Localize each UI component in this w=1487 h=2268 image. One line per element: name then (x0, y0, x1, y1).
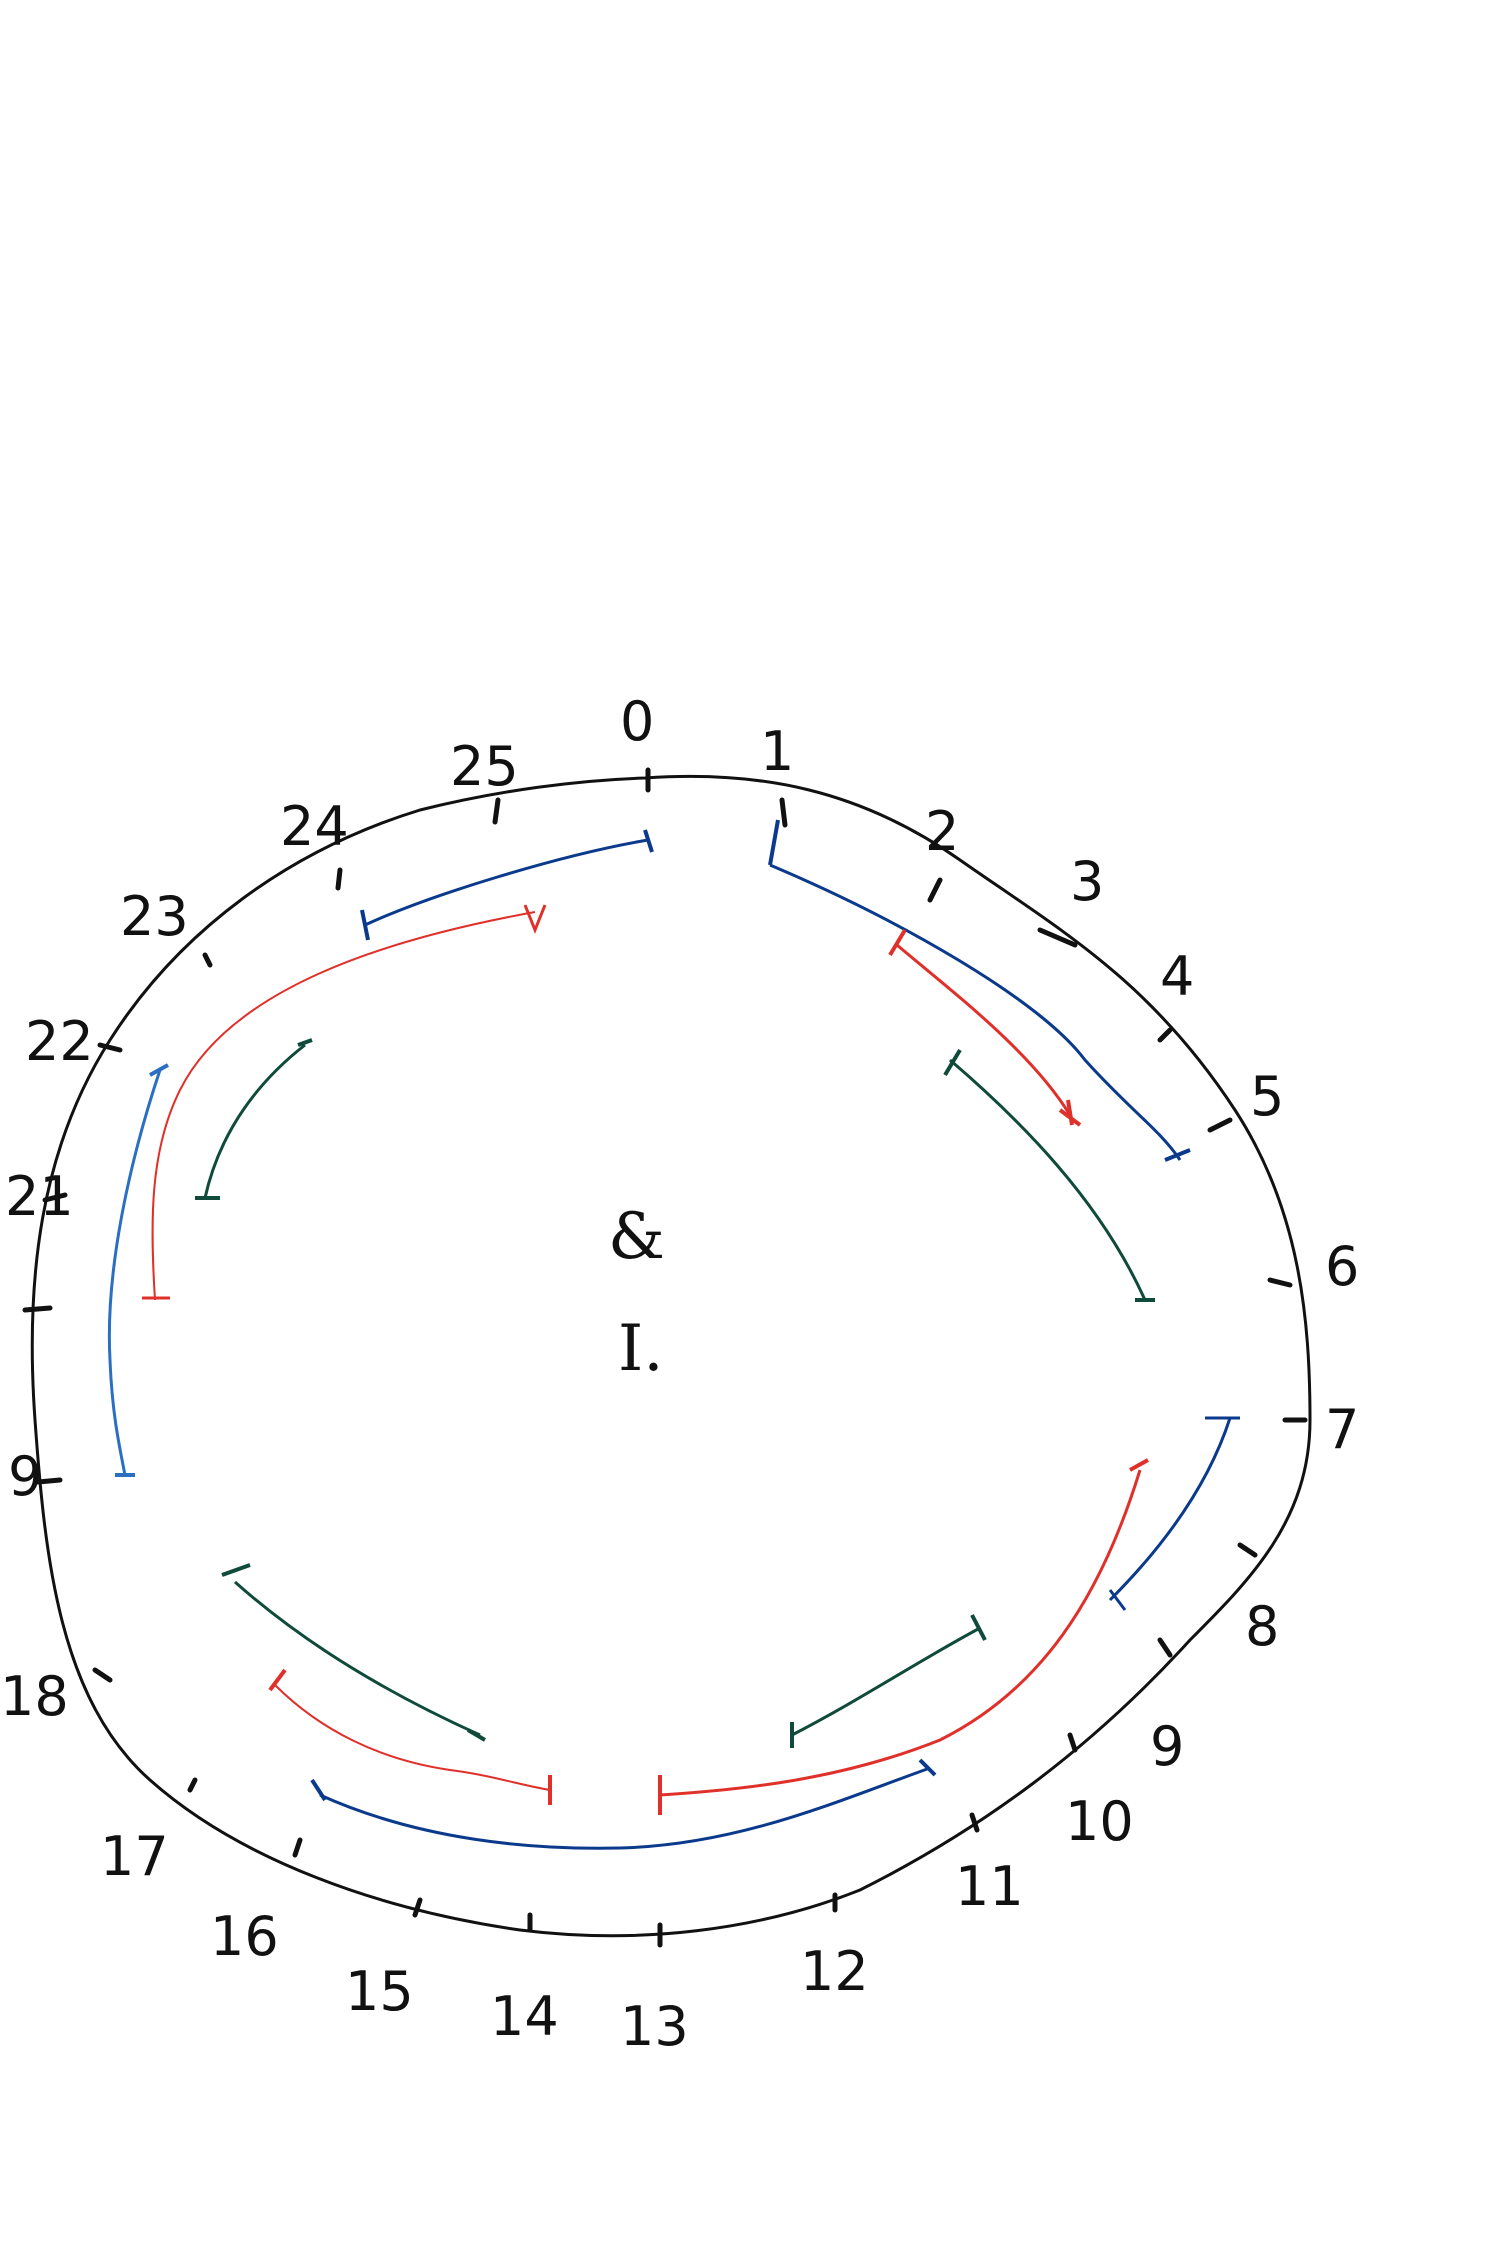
green-arc-right-lower (791, 1626, 981, 1737)
dial-label-3: 3 (1070, 850, 1104, 913)
dial-label-22: 22 (25, 1010, 94, 1073)
blue-arc-24-0 (364, 838, 649, 927)
dial-label-14: 14 (490, 1985, 559, 2048)
dial-outline (30, 774, 1312, 1938)
dial-tick-15 (412, 1897, 423, 1918)
dial-label-8: 8 (1245, 1595, 1279, 1658)
dial-tick-23 (202, 952, 213, 968)
dial-tick-11 (969, 1812, 980, 1833)
dial-tick-1 (779, 797, 788, 828)
dial-tick-8 (1237, 1542, 1258, 1558)
red-arc-left-top-ends (142, 904, 547, 1300)
red-arc-left-top (151, 911, 536, 1301)
dial-tick-19 (35, 1477, 63, 1485)
dial-tick-25 (492, 797, 501, 825)
green-arc-right (949, 1058, 1147, 1301)
green-arc-left-top (203, 1043, 306, 1199)
dial-tick-20 (22, 1305, 53, 1313)
dial-tick-21 (42, 1192, 68, 1203)
blue-arc-1-5-end (768, 819, 1191, 1162)
blue-arc-24-0-ends (360, 829, 654, 941)
dial-label-6: 6 (1325, 1235, 1359, 1298)
dial-label-11: 11 (955, 1855, 1024, 1918)
green-arc-right-lower-ends (790, 1614, 987, 1748)
center-roman: I. (618, 1312, 664, 1386)
blue-arc-7-9 (1108, 1417, 1232, 1602)
red-arc-right-upper-ends (888, 928, 1082, 1127)
dial-ticks (22, 767, 1308, 1948)
blue-arc-7-9-ends (1108, 1416, 1240, 1611)
dial-tick-16 (292, 1837, 303, 1858)
red-arc-bottom-left-ends (268, 1668, 552, 1805)
dial-label-13: 13 (620, 1995, 689, 2058)
blue-arc-bottom-ends (310, 1758, 937, 1802)
green-arc-bottom-left (234, 1580, 481, 1737)
light-blue-arc-left-ends (115, 1063, 169, 1477)
red-arc-right-lower (659, 1469, 1142, 1797)
green-arc-left-top-ends (195, 1038, 313, 1200)
dial-label-18: 18 (0, 1665, 69, 1728)
blue-arc-bottom (319, 1766, 931, 1850)
dial-label-24: 24 (280, 795, 349, 858)
blue-arc-1-5 (769, 863, 1182, 1161)
green-arc-bottom-left-ends (221, 1563, 487, 1742)
dial-label-2: 2 (925, 800, 959, 863)
dial-tick-17 (187, 1777, 198, 1793)
dial-label-17: 17 (100, 1825, 169, 1888)
dial-label-9: 9 (1150, 1715, 1184, 1778)
dial-label-7: 7 (1325, 1398, 1359, 1461)
dial-tick-3 (1037, 927, 1078, 948)
dial-label-5: 5 (1250, 1065, 1284, 1128)
dial-label-10: 10 (1065, 1790, 1134, 1853)
dial-tick-9 (1157, 1637, 1173, 1658)
dial-label-12: 12 (800, 1940, 869, 2003)
dial-tick-18 (92, 1667, 113, 1683)
dial-tick-22 (97, 1042, 123, 1053)
dial-tick-4 (1157, 1027, 1173, 1043)
dial-tick-5 (1207, 1117, 1233, 1133)
dial-label-19: 9 (8, 1445, 42, 1508)
red-arc-right-lower-ends (658, 1458, 1149, 1815)
green-arc-right-ends (943, 1048, 1155, 1302)
dial-tick-2 (927, 877, 943, 903)
light-blue-arc-left (107, 1069, 162, 1476)
dial-tick-6 (1267, 1277, 1293, 1288)
dial-label-1: 1 (760, 720, 794, 783)
red-arc-right-upper (896, 943, 1072, 1116)
red-arc-bottom-left (274, 1684, 551, 1791)
dial-tick-10 (1067, 1732, 1078, 1753)
dial-label-4: 4 (1160, 945, 1194, 1008)
center-ampersand: & (608, 1200, 665, 1274)
dial-label-25: 25 (450, 735, 519, 798)
dial-label-21: 21 (5, 1165, 74, 1228)
dial-label-0: 0 (620, 690, 654, 753)
dial-tick-24 (335, 867, 343, 891)
dial-label-23: 23 (120, 885, 189, 948)
dial-label-16: 16 (210, 1905, 279, 1968)
dial-label-15: 15 (345, 1960, 414, 2023)
